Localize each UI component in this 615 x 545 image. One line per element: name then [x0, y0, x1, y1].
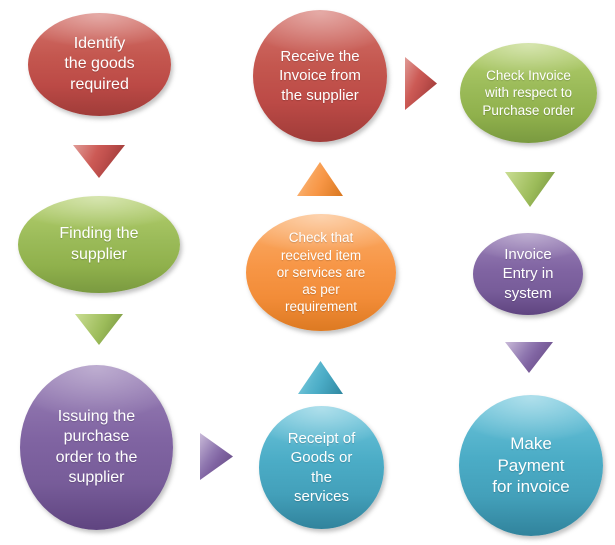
node-label: Check that received item or services are…	[276, 230, 366, 315]
node-label: Identify the goods required	[64, 34, 135, 93]
node-label: Receive the Invoice from the supplier	[279, 48, 361, 104]
node-label: Check Invoice with respect to Purchase o…	[482, 68, 575, 118]
node-label: Issuing the purchase order to the suppli…	[55, 407, 138, 486]
arrow-down-icon	[75, 314, 123, 345]
node-finding-supplier: Finding the supplier	[18, 196, 180, 293]
node-check-invoice: Check Invoice with respect to Purchase o…	[460, 43, 597, 143]
node-receive-invoice: Receive the Invoice from the supplier	[253, 10, 387, 142]
arrow-up-icon	[297, 162, 343, 196]
node-label: Receipt of Goods or the services	[287, 430, 356, 505]
node-identify-goods: Identify the goods required	[28, 13, 171, 116]
arrow-up-icon	[298, 361, 343, 394]
node-invoice-entry: Invoice Entry in system	[473, 233, 583, 315]
node-receipt-goods: Receipt of Goods or the services	[259, 406, 384, 529]
node-label: Make Payment for invoice	[492, 433, 570, 497]
arrow-right-icon	[405, 57, 437, 110]
arrow-right-icon	[200, 433, 233, 480]
node-label: Invoice Entry in system	[502, 246, 554, 302]
arrow-down-icon	[73, 145, 125, 178]
arrow-down-icon	[505, 342, 553, 373]
node-issue-purchase-order: Issuing the purchase order to the suppli…	[20, 365, 173, 530]
node-check-received: Check that received item or services are…	[246, 214, 396, 331]
arrow-down-icon	[505, 172, 555, 207]
node-make-payment: Make Payment for invoice	[459, 395, 603, 536]
node-label: Finding the supplier	[59, 225, 139, 263]
